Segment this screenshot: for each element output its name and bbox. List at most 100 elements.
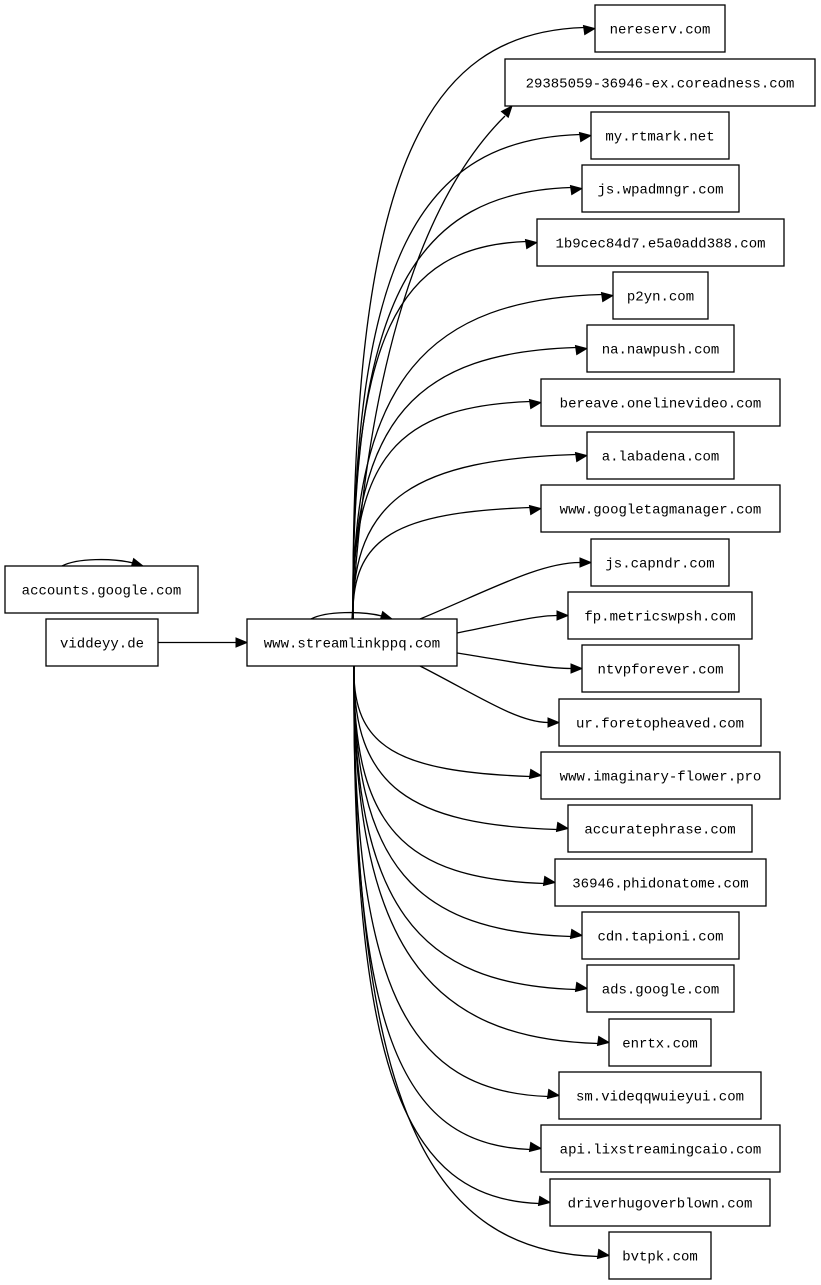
arrowhead-icon: [542, 875, 557, 887]
arrowhead-icon: [574, 451, 589, 463]
node-viddeyy: viddeyy.de: [45, 618, 159, 667]
node-t1: 29385059-36946-ex.coreadness.com: [504, 58, 816, 107]
edges-layer: [61, 24, 615, 1260]
node-box: [549, 1178, 771, 1227]
edge-line: [352, 506, 531, 620]
edge-main-to-t21: [353, 665, 543, 1153]
node-t17: cdn.tapioni.com: [581, 911, 740, 960]
node-t19: enrtx.com: [608, 1018, 712, 1067]
node-t8: a.labadena.com: [586, 431, 735, 480]
arrowhead-icon: [600, 291, 615, 303]
edge-line: [353, 665, 577, 991]
node-t16: 36946.phidonatome.com: [554, 858, 767, 907]
node-accounts: accounts.google.com: [4, 565, 199, 614]
arrowhead-icon: [235, 637, 249, 648]
arrowhead-icon: [524, 238, 539, 250]
node-box: [540, 378, 781, 427]
node-box: [608, 1231, 712, 1280]
arrowhead-icon: [500, 104, 513, 119]
arrowhead-icon: [528, 768, 543, 780]
node-t13: ur.foretopheaved.com: [558, 698, 762, 747]
edge-main-to-t14: [353, 665, 543, 780]
node-label: accounts.google.com: [22, 584, 182, 600]
edge-line: [353, 665, 572, 938]
edge-line: [419, 561, 581, 620]
node-box: [581, 164, 740, 213]
node-box: [586, 324, 735, 373]
node-label: accuratephrase.com: [584, 823, 735, 839]
edge-main-to-t2: [352, 131, 593, 620]
node-box: [246, 618, 458, 667]
node-label: p2yn.com: [627, 290, 694, 306]
node-t0: nereserv.com: [594, 4, 726, 53]
node-t18: ads.google.com: [586, 964, 735, 1013]
edge-main-to-t5: [352, 291, 615, 620]
edge-main-to-t7: [352, 398, 543, 620]
arrowhead-icon: [546, 1088, 561, 1100]
node-main: www.streamlinkppq.com: [246, 618, 458, 667]
edge-viddeyy-to-main: [158, 637, 249, 648]
node-label: driverhugoverblown.com: [568, 1197, 753, 1213]
node-box: [540, 751, 781, 800]
arrowhead-icon: [596, 1248, 611, 1260]
edge-line: [61, 558, 134, 567]
edge-line: [353, 665, 549, 1098]
node-box: [558, 1071, 762, 1120]
node-t21: api.lixstreamingcaio.com: [540, 1124, 781, 1173]
arrowhead-icon: [537, 1195, 552, 1207]
node-label: 36946.phidonatome.com: [572, 877, 748, 893]
node-label: 29385059-36946-ex.coreadness.com: [526, 77, 795, 93]
edge-main-to-t12: [456, 652, 584, 674]
node-box: [586, 964, 735, 1013]
node-box: [554, 858, 767, 907]
node-t4: 1b9cec84d7.e5a0add388.com: [536, 218, 785, 267]
edge-main-to-t4: [352, 238, 539, 620]
node-label: sm.videqqwuieyui.com: [576, 1090, 744, 1106]
node-t9: www.googletagmanager.com: [540, 484, 781, 533]
node-t15: accuratephrase.com: [567, 804, 753, 853]
edge-line: [353, 665, 545, 885]
node-t14: www.imaginary-flower.pro: [540, 751, 781, 800]
node-box: [504, 58, 816, 107]
edge-main-to-t19: [353, 665, 611, 1047]
node-t6: na.nawpush.com: [586, 324, 735, 373]
edge-line: [352, 133, 581, 620]
node-box: [567, 591, 753, 640]
node-t12: ntvpforever.com: [581, 644, 740, 693]
edge-main-to-t23: [353, 665, 611, 1260]
node-box: [594, 4, 726, 53]
node-box: [567, 804, 753, 853]
arrowhead-icon: [570, 663, 584, 674]
node-box: [45, 618, 159, 667]
edge-main-to-t15: [353, 665, 570, 833]
node-box: [540, 1124, 781, 1173]
edge-main-to-t22: [353, 665, 552, 1207]
node-box: [540, 484, 781, 533]
node-box: [536, 218, 785, 267]
arrowhead-icon: [574, 981, 589, 993]
node-label: bereave.onelinevideo.com: [560, 397, 762, 413]
arrowhead-icon: [528, 504, 543, 516]
node-label: www.streamlinkppq.com: [264, 637, 440, 653]
node-label: na.nawpush.com: [602, 343, 720, 359]
node-t23: bvtpk.com: [608, 1231, 712, 1280]
edge-line: [310, 611, 383, 620]
edge-main-to-t10: [419, 557, 593, 620]
edge-line: [352, 453, 577, 620]
arrowhead-icon: [578, 131, 593, 143]
node-label: a.labadena.com: [602, 450, 720, 466]
edge-main-to-t8: [352, 451, 589, 620]
node-label: fp.metricswpsh.com: [584, 610, 735, 626]
node-label: enrtx.com: [622, 1037, 698, 1053]
node-label: bvtpk.com: [622, 1250, 698, 1266]
arrowhead-icon: [579, 557, 593, 568]
edge-line: [352, 240, 527, 620]
node-label: ur.foretopheaved.com: [576, 717, 744, 733]
node-label: cdn.tapioni.com: [597, 930, 723, 946]
edge-line: [353, 665, 531, 778]
edge-main-to-t18: [353, 665, 589, 993]
node-box: [558, 698, 762, 747]
node-box: [612, 271, 709, 320]
node-box: [581, 644, 740, 693]
